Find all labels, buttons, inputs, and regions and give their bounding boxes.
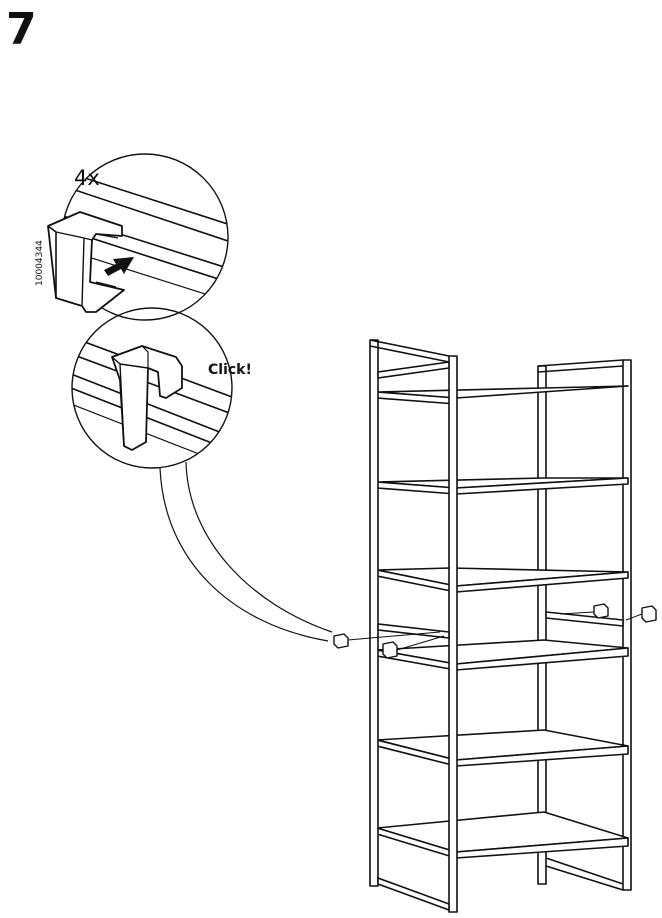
clip-icon <box>47 211 125 313</box>
clip-icon <box>333 603 657 659</box>
shelf <box>376 811 629 859</box>
arrow-icon <box>104 257 134 276</box>
detail-circle-top: 4x 10004344 <box>35 153 229 321</box>
quantity-label: 4x <box>74 166 100 190</box>
part-number-label: 10004344 <box>35 240 45 286</box>
shelf <box>376 567 629 593</box>
shelf <box>376 729 629 767</box>
shelf <box>376 385 629 405</box>
shelf <box>376 477 629 495</box>
leader-line <box>347 611 643 651</box>
shelving-unit <box>369 339 632 913</box>
detail-circle-bottom: Click! <box>71 307 252 469</box>
click-label: Click! <box>208 362 252 378</box>
step-number: 7 <box>6 4 37 55</box>
leader-line <box>159 461 333 642</box>
